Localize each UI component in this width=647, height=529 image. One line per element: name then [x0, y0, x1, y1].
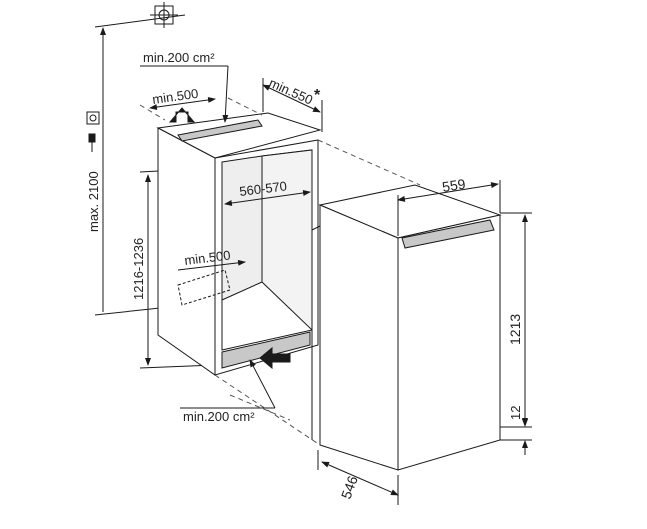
appliance-width-dimension — [397, 182, 499, 202]
appliance-depth-label: 546 — [338, 473, 361, 501]
power-socket-icon — [86, 111, 100, 152]
bottom-depth-dimension — [177, 259, 246, 271]
vent-bottom-label: min.200 cm² — [183, 409, 255, 424]
max-height-label: max. 2100 — [86, 171, 101, 232]
airflow-in-arrow-icon — [259, 346, 291, 370]
niche-width-label: 560-570 — [239, 178, 288, 199]
top-vent-grille — [177, 119, 263, 142]
niche-width-dimension — [224, 190, 311, 206]
top-depth-dimension — [149, 96, 216, 111]
appliance-width-label: 559 — [441, 175, 467, 194]
clearance-asterisk: * — [314, 87, 321, 104]
clearance-dimension — [262, 84, 321, 113]
appliance-height-label: 1213 — [507, 314, 523, 345]
appliance-depth-dimension — [321, 461, 399, 496]
clearance-label: min.550 — [267, 75, 315, 108]
ceiling-outlet-icon — [150, 2, 178, 28]
top-depth-label: min.500 — [151, 86, 199, 107]
plinth-label: 12 — [508, 406, 523, 420]
niche-height-label: 1216-1236 — [131, 238, 146, 300]
airflow-up-arrow-icon — [168, 107, 196, 123]
appliance-vent-grille — [401, 219, 495, 249]
ceiling-line — [94, 14, 186, 28]
niche-cabinet — [156, 112, 322, 376]
vent-top-label: min.200 cm² — [143, 50, 215, 65]
appliance — [311, 184, 502, 471]
bottom-vent-grille — [221, 331, 311, 369]
bottom-depth-label: min.500 — [184, 247, 232, 268]
